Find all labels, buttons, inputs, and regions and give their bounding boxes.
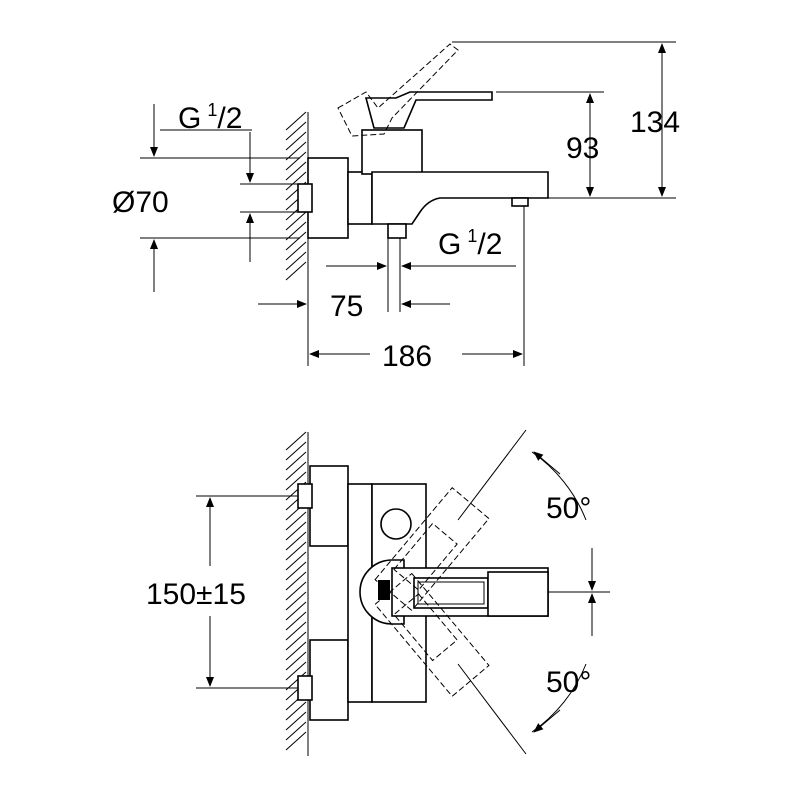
- dim-label-93: 93: [566, 132, 599, 165]
- connection-nut: [297, 183, 313, 213]
- lever-window-inner: [417, 581, 485, 605]
- dim-label-center-distance: 150±15: [146, 578, 246, 611]
- hatch-line: [285, 631, 307, 651]
- aerator: [511, 197, 529, 207]
- hatch-line: [285, 661, 307, 681]
- axis-line: [457, 663, 527, 755]
- hatch-line: [285, 441, 307, 461]
- hatch-line: [285, 641, 307, 661]
- diverter-knob-front: [380, 508, 412, 540]
- lower-nut: [297, 675, 313, 701]
- axis-line: [457, 429, 527, 521]
- hatch-line: [285, 141, 307, 161]
- hatch-line: [285, 231, 307, 251]
- hatch-line: [285, 731, 307, 751]
- hatch-line: [285, 601, 307, 621]
- lever-ghost: [337, 43, 459, 137]
- lever-tip: [487, 571, 549, 617]
- hatch-line: [285, 461, 307, 481]
- hatch-line: [285, 431, 307, 451]
- hatch-line: [285, 471, 307, 491]
- spout: [371, 171, 549, 225]
- hatch-line: [285, 701, 307, 721]
- angle-arrow: [533, 709, 561, 733]
- hatch-line: [285, 591, 307, 611]
- hatch-line: [285, 171, 307, 191]
- angle-label-lower: 50°: [546, 666, 591, 699]
- hatch-line: [285, 211, 307, 231]
- hatch-line: [285, 111, 307, 131]
- dim-label-134: 134: [630, 106, 680, 139]
- hatch-line: [285, 451, 307, 471]
- front-view: 150±15 50° 50°: [146, 429, 610, 756]
- hatch-line: [285, 261, 307, 281]
- wall-hatch-bottom: [285, 431, 307, 751]
- hatch-line: [285, 561, 307, 581]
- mixer-body: [347, 171, 373, 225]
- hatch-line: [285, 671, 307, 691]
- hatch-line: [285, 711, 307, 731]
- hatch-line: [285, 121, 307, 141]
- lever-handle: [364, 91, 493, 129]
- hatch-line: [285, 551, 307, 571]
- hatch-line: [285, 131, 307, 151]
- hatch-line: [285, 521, 307, 541]
- hatch-line: [285, 541, 307, 561]
- upper-nut: [297, 483, 313, 509]
- angle-label-upper: 50°: [546, 492, 591, 525]
- angle-arrow: [533, 451, 561, 475]
- hatch-line: [285, 651, 307, 671]
- hatch-line: [285, 571, 307, 591]
- hatch-line: [285, 721, 307, 741]
- wall-flange: [307, 157, 349, 239]
- hatch-line: [285, 581, 307, 601]
- hatch-line: [285, 221, 307, 241]
- hatch-line: [285, 511, 307, 531]
- dim-label-186: 186: [382, 340, 432, 373]
- lower-flange: [309, 639, 349, 721]
- hatch-line: [285, 151, 307, 171]
- hatch-line: [285, 621, 307, 641]
- upper-flange: [309, 465, 349, 547]
- hatch-line: [285, 251, 307, 271]
- hatch-line: [285, 531, 307, 551]
- hatch-line: [285, 241, 307, 261]
- wall-hatch-top: [285, 111, 307, 281]
- diverter: [387, 223, 407, 239]
- dim-label-75: 75: [330, 290, 363, 323]
- cartridge-housing: [361, 129, 423, 175]
- hatch-line: [285, 611, 307, 631]
- hatch-line: [285, 161, 307, 181]
- diameter-label: Ø70: [112, 186, 169, 219]
